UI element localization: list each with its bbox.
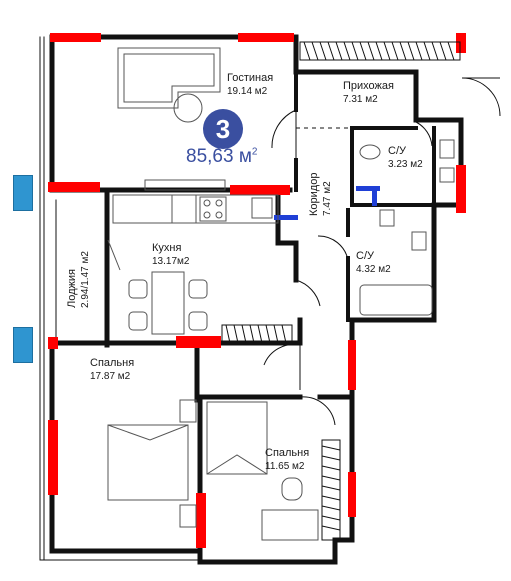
- wall-kitchen-right: [275, 187, 299, 283]
- window: [196, 493, 206, 548]
- dining-table: [151, 271, 185, 335]
- wc1-shower: [439, 167, 455, 183]
- door-wc1: [415, 121, 433, 147]
- chair-2: [281, 477, 303, 501]
- doors: [263, 77, 501, 426]
- stove: [199, 196, 227, 222]
- total-area: 85,63 м2: [186, 146, 258, 167]
- desk: [261, 509, 319, 541]
- blue-wall: [274, 215, 298, 220]
- door-bedroom2: [299, 396, 336, 426]
- walls: [39, 34, 464, 565]
- balcony-rail-left: [39, 36, 201, 561]
- coffee-table: [173, 93, 203, 123]
- tv-stand: [144, 179, 226, 191]
- kitchen-fridge-line: [107, 239, 121, 271]
- door-wc2: [317, 235, 349, 261]
- closet-bedroom2: [321, 439, 341, 541]
- wall-wc2: [346, 208, 436, 322]
- window: [50, 33, 101, 42]
- window: [456, 33, 466, 53]
- unit-number-badge: 3: [203, 109, 243, 149]
- wc1-toilet: [359, 144, 381, 160]
- chair: [188, 279, 208, 299]
- window: [238, 33, 294, 42]
- nightstand: [179, 399, 197, 423]
- blue-walls: [274, 186, 380, 220]
- furniture: [107, 47, 455, 541]
- window: [48, 337, 58, 349]
- blue-wall: [372, 186, 377, 206]
- closet-bedroom2-hatch: [321, 445, 341, 531]
- wc1-sink: [439, 139, 455, 159]
- wc2-sink: [411, 231, 427, 251]
- bed1: [107, 424, 189, 501]
- closet-hall: [299, 41, 461, 61]
- door-kitchen: [295, 279, 321, 307]
- sofa: [117, 47, 221, 109]
- windows: [48, 33, 466, 548]
- window: [230, 185, 290, 195]
- closet-bedroom1-hatch: [225, 324, 287, 344]
- bathtub: [359, 284, 433, 316]
- window: [348, 472, 356, 517]
- door-entrance: [461, 77, 501, 117]
- window: [456, 165, 466, 213]
- loggia-rail: [39, 189, 57, 341]
- wall-hall-bottom: [350, 126, 436, 207]
- door-bedroom1: [263, 343, 301, 390]
- window: [48, 420, 58, 495]
- entrance-marker: [13, 175, 33, 211]
- closet-bedroom1: [221, 324, 293, 344]
- door-corridor: [271, 109, 297, 160]
- nightstand: [179, 504, 197, 528]
- bed2: [206, 401, 268, 475]
- wall-bedroom-top: [49, 317, 303, 346]
- window: [176, 336, 221, 348]
- closet-hall-hatch: [303, 41, 455, 61]
- closets: [221, 41, 461, 541]
- entrance-marker: [13, 327, 33, 363]
- window: [348, 340, 356, 390]
- blue-wall: [356, 186, 380, 191]
- window: [48, 182, 100, 192]
- chair: [128, 311, 148, 331]
- chair: [188, 311, 208, 331]
- toilet: [379, 209, 395, 227]
- exterior-wall: [49, 34, 464, 565]
- sink: [251, 197, 273, 219]
- chair: [128, 279, 148, 299]
